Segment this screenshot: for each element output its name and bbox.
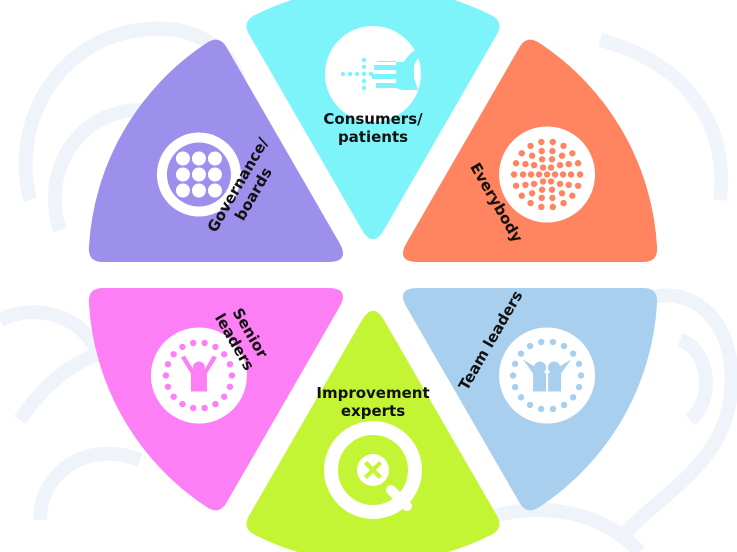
segment-senior-leaders: Seniorleaders [88,288,344,511]
magnifier-cross-icon [324,421,422,519]
nine-dots-grid-icon [156,132,241,217]
segment-label: Consumers/patients [323,110,423,146]
segment-team-leaders: Team leaders [402,287,658,511]
two-people-circle-icon [499,327,596,424]
hand-pointing-dots-icon [325,26,421,122]
segment-label-line: Consumers/ [323,110,423,128]
segment-governance: Governance/boards [88,39,344,263]
segment-label-line: patients [338,128,408,146]
segment-everybody: Everybody [402,39,658,263]
segment-consumers: Consumers/patients [246,0,500,240]
segment-label-line: Improvement [316,384,429,402]
person-circle-icon [150,327,247,424]
segment-label-line: experts [341,402,405,420]
dot-burst-icon [499,126,596,223]
